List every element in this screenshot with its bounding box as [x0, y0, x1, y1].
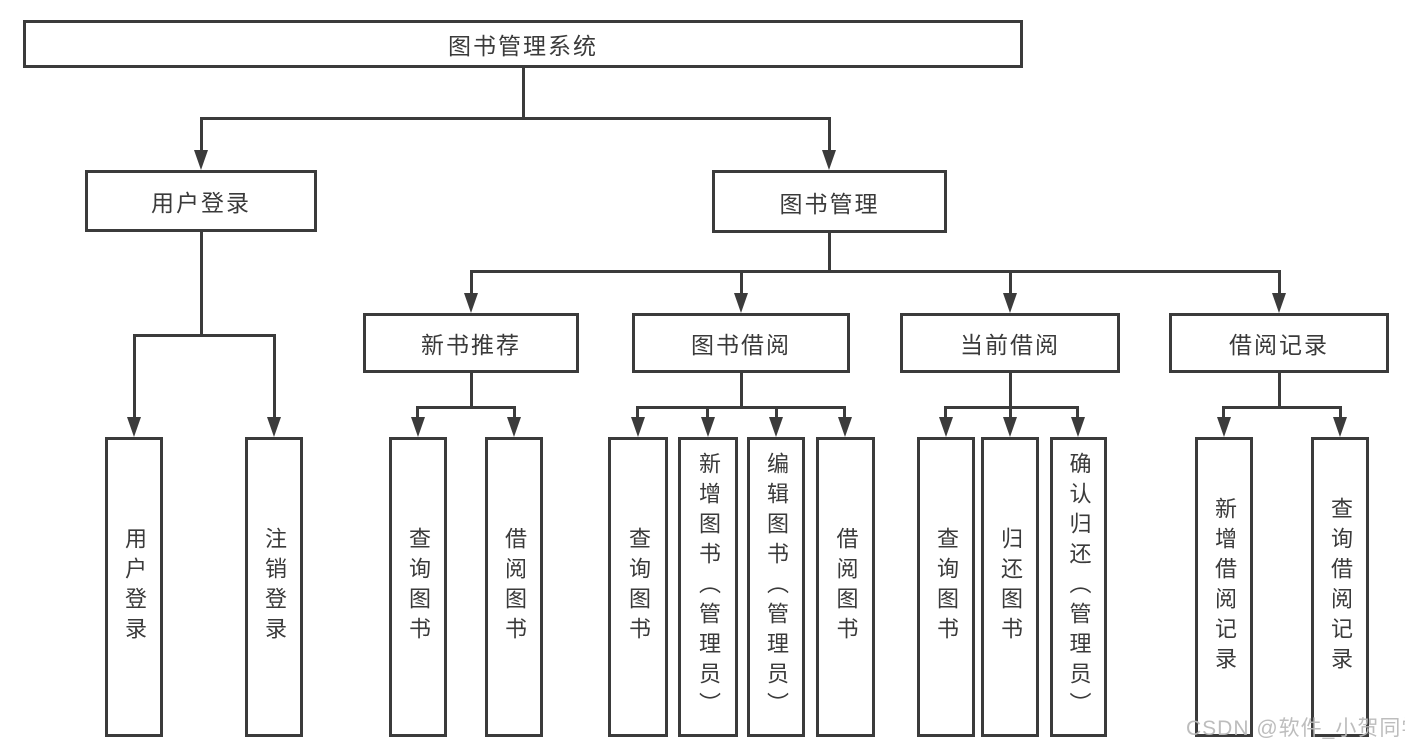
connector-line: [1222, 406, 1225, 423]
connector-line: [1009, 406, 1012, 423]
leaf-current-return-books-label: 归还图书: [998, 527, 1023, 647]
arrowhead-down: [838, 417, 852, 437]
connector-line: [133, 334, 276, 337]
leaf-current-confirm-return-admin: 确认归还（管理员）: [1050, 437, 1107, 737]
node-current-borrow-label: 当前借阅: [960, 332, 1060, 358]
node-borrow-records-label: 借阅记录: [1229, 332, 1329, 358]
leaf-records-query-record: 查询借阅记录: [1311, 437, 1369, 737]
leaf-borrow-query-books-label: 查询图书: [626, 527, 651, 647]
arrowhead-down: [507, 417, 521, 437]
connector-line: [416, 406, 419, 423]
node-root: 图书管理系统: [23, 20, 1023, 68]
connector-line: [828, 117, 831, 157]
leaf-borrow-borrow-books-label: 借阅图书: [833, 527, 859, 647]
leaf-records-add-record-label: 新增借阅记录: [1212, 497, 1237, 677]
leaf-newbook-borrow-books: 借阅图书: [485, 437, 543, 737]
connector-line: [200, 117, 831, 120]
arrowhead-down: [194, 150, 208, 170]
node-user-login: 用户登录: [85, 170, 317, 232]
node-book-borrow: 图书借阅: [632, 313, 850, 373]
connector-line: [470, 270, 473, 299]
arrowhead-down: [1217, 417, 1231, 437]
leaf-newbook-query-books-label: 查询图书: [406, 527, 431, 647]
connector-line: [1222, 406, 1342, 409]
connector-line: [522, 68, 525, 118]
connector-line: [828, 233, 831, 272]
connector-line: [1278, 270, 1281, 299]
leaf-borrow-borrow-books: 借阅图书: [816, 437, 875, 737]
arrowhead-down: [127, 417, 141, 437]
connector-line: [740, 270, 743, 299]
leaf-borrow-query-books: 查询图书: [608, 437, 668, 737]
leaf-newbook-query-books: 查询图书: [389, 437, 447, 737]
arrowhead-down: [1003, 293, 1017, 313]
csdn-watermark: CSDN @软件_小贺同学: [1186, 717, 1405, 740]
node-new-book-recommend: 新书推荐: [363, 313, 579, 373]
node-current-borrow: 当前借阅: [900, 313, 1120, 373]
leaf-borrow-add-books-admin: 新增图书（管理员）: [678, 437, 738, 737]
leaf-current-return-books: 归还图书: [981, 437, 1039, 737]
connector-line: [636, 406, 846, 409]
connector-line: [513, 406, 516, 423]
connector-line: [133, 334, 136, 422]
node-new-book-recommend-label: 新书推荐: [421, 332, 521, 358]
leaf-current-query-books: 查询图书: [917, 437, 975, 737]
connector-line: [636, 406, 639, 423]
arrowhead-down: [631, 417, 645, 437]
arrowhead-down: [1272, 293, 1286, 313]
connector-line: [775, 406, 778, 423]
arrowhead-down: [1071, 417, 1085, 437]
node-user-login-label: 用户登录: [151, 190, 251, 216]
leaf-borrow-edit-books-admin: 编辑图书（管理员）: [747, 437, 805, 737]
connector-line: [1076, 406, 1079, 423]
arrowhead-down: [769, 417, 783, 437]
node-root-label: 图书管理系统: [448, 33, 598, 59]
leaf-logout: 注销登录: [245, 437, 303, 737]
connector-line: [1278, 373, 1281, 408]
arrowhead-down: [822, 150, 836, 170]
leaf-logout-label: 注销登录: [262, 527, 287, 647]
connector-line: [706, 406, 709, 423]
connector-line: [200, 232, 203, 335]
connector-line: [1339, 406, 1342, 423]
arrowhead-down: [701, 417, 715, 437]
leaf-borrow-add-books-admin-label: 新增图书（管理员）: [696, 452, 721, 722]
node-borrow-records: 借阅记录: [1169, 313, 1389, 373]
leaf-newbook-borrow-books-label: 借阅图书: [502, 527, 527, 647]
leaf-borrow-edit-books-admin-label: 编辑图书（管理员）: [764, 452, 789, 722]
connector-line: [740, 373, 743, 408]
leaf-current-confirm-return-admin-label: 确认归还（管理员）: [1066, 452, 1092, 722]
connector-line: [1009, 373, 1012, 408]
arrowhead-down: [1333, 417, 1347, 437]
leaf-current-query-books-label: 查询图书: [934, 527, 959, 647]
leaf-records-query-record-label: 查询借阅记录: [1328, 497, 1353, 677]
node-book-management-label: 图书管理: [779, 190, 880, 217]
arrowhead-down: [939, 417, 953, 437]
leaf-user-login: 用户登录: [105, 437, 163, 737]
arrowhead-down: [267, 417, 281, 437]
connector-line: [843, 406, 846, 423]
node-book-borrow-label: 图书借阅: [691, 332, 791, 358]
connector-line: [944, 406, 947, 423]
arrowhead-down: [464, 293, 478, 313]
leaf-records-add-record: 新增借阅记录: [1195, 437, 1253, 737]
connector-line: [273, 334, 276, 422]
connector-line: [470, 270, 1280, 273]
arrowhead-down: [734, 293, 748, 313]
arrowhead-down: [1003, 417, 1017, 437]
connector-line: [1009, 270, 1012, 299]
connector-line: [416, 406, 516, 409]
leaf-user-login-label: 用户登录: [122, 527, 147, 647]
node-book-management: 图书管理: [712, 170, 947, 233]
connector-line: [200, 117, 203, 157]
connector-line: [470, 373, 473, 408]
arrowhead-down: [411, 417, 425, 437]
